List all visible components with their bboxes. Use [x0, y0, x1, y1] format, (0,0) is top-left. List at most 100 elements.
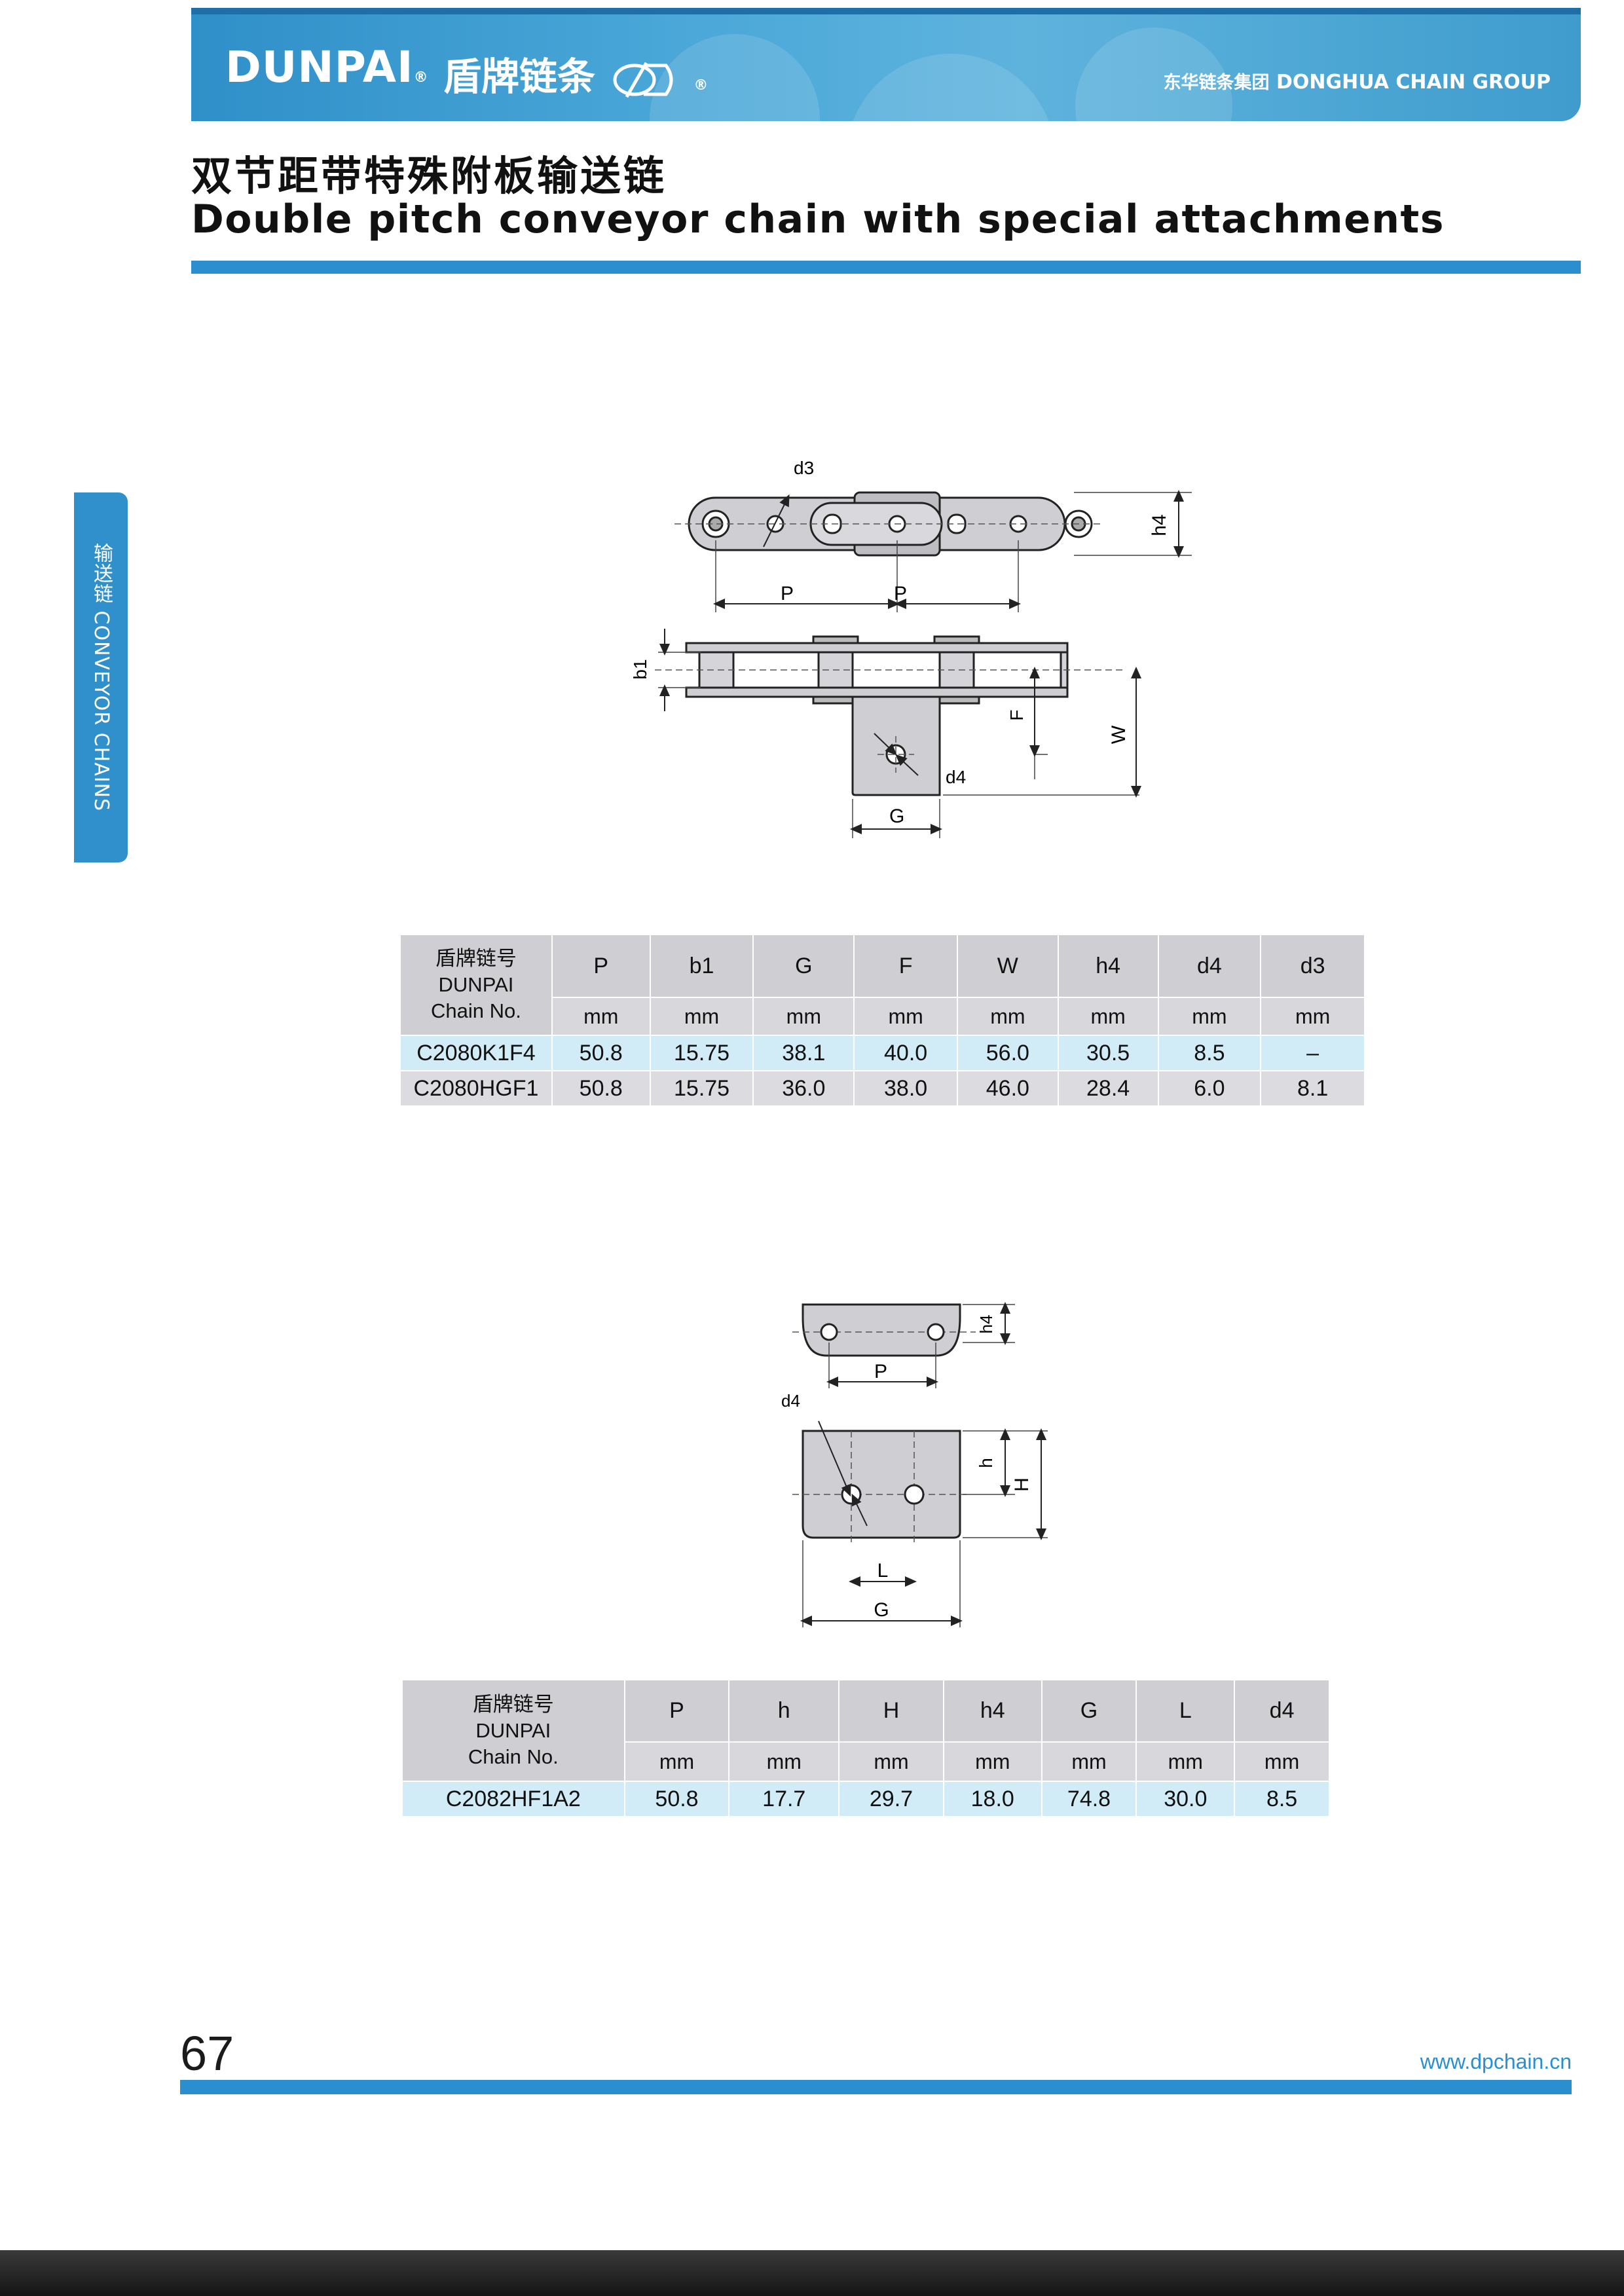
attachment-top-view — [802, 1303, 961, 1357]
dim-label-d4: d4 — [781, 1391, 800, 1411]
spec-table-1: 盾牌链号 DUNPAI Chain No. P b1 G F W h4 d4 d… — [399, 934, 1365, 1107]
table-row: C2080K1F4 50.8 15.75 38.1 40.0 56.0 30.5… — [399, 1035, 1365, 1071]
value-cell: 8.5 — [1157, 1035, 1262, 1071]
column-header: h4 — [942, 1679, 1043, 1743]
column-header: W — [956, 934, 1059, 998]
unit-cell: mm — [1234, 1741, 1330, 1782]
dim-label-f: F — [1006, 709, 1027, 720]
chain-no-cell: C2080K1F4 — [399, 1035, 553, 1071]
unit-cell: mm — [551, 997, 651, 1036]
column-header: H — [838, 1679, 944, 1743]
unit-cell: mm — [752, 997, 855, 1036]
value-cell: 28.4 — [1057, 1070, 1159, 1107]
value-cell: 36.0 — [752, 1070, 855, 1107]
brand-logo-cn: 盾牌链条 ® — [443, 54, 709, 99]
dim-label-H: H — [1011, 1477, 1033, 1492]
value-cell: 46.0 — [956, 1070, 1059, 1107]
unit-cell: mm — [1157, 997, 1262, 1036]
value-cell: 8.1 — [1260, 1070, 1365, 1107]
pin-hole — [820, 1323, 838, 1341]
roller — [698, 651, 735, 689]
dim-label-p: P — [894, 583, 907, 604]
value-cell: 18.0 — [942, 1781, 1043, 1817]
header-banner: DUNPAI® 盾牌链条 ® 东华链条集团 DONGHUA CHAIN GROU… — [191, 8, 1581, 121]
dim-label-h: h — [976, 1458, 996, 1468]
title-underline-bar — [191, 261, 1581, 274]
pin-hole — [927, 1323, 945, 1341]
dim-label-p: P — [781, 583, 794, 604]
diagram-chain-attachment-1: h4 d3 P P b1 F W d4 — [630, 458, 1192, 838]
footer-bar — [180, 2080, 1572, 2094]
value-cell: 17.7 — [728, 1781, 840, 1817]
value-cell: 29.7 — [838, 1781, 944, 1817]
dim-label-g: G — [889, 805, 904, 827]
attachment-hole — [841, 1484, 862, 1505]
attachment-front-plate — [802, 1430, 961, 1539]
dim-label-h4: h4 — [1149, 514, 1170, 536]
unit-cell: mm — [649, 997, 754, 1036]
dim-label-d4: d4 — [946, 767, 966, 787]
table-row: C2080HGF1 50.8 15.75 36.0 38.0 46.0 28.4… — [399, 1070, 1365, 1107]
value-cell: 15.75 — [649, 1070, 754, 1107]
unit-cell: mm — [838, 1741, 944, 1782]
column-header: d4 — [1157, 934, 1262, 998]
value-cell: 15.75 — [649, 1035, 754, 1071]
attachment-hole — [904, 1484, 925, 1505]
side-tab-label: 输送链 CONVEYOR CHAINS — [90, 543, 113, 812]
side-plate-bottom — [685, 686, 1069, 698]
column-header: G — [1041, 1679, 1137, 1743]
unit-cell: mm — [623, 1741, 730, 1782]
value-cell: 38.1 — [752, 1035, 855, 1071]
chain-no-cell: C2082HF1A2 — [401, 1781, 625, 1817]
value-cell: 30.0 — [1135, 1781, 1236, 1817]
column-header: d4 — [1234, 1679, 1330, 1743]
scan-bottom-edge — [0, 2250, 1624, 2296]
side-tab — [74, 492, 128, 862]
unit-cell: mm — [942, 1741, 1043, 1782]
value-cell: 40.0 — [853, 1035, 958, 1071]
dim-label-l: L — [877, 1560, 889, 1582]
banner-top-line — [191, 8, 1581, 14]
column-header: P — [623, 1679, 730, 1743]
table-header-chain-no: 盾牌链号 DUNPAI Chain No. — [399, 934, 553, 1036]
pin-head — [933, 635, 980, 644]
column-header: d3 — [1260, 934, 1365, 998]
dim-label-g: G — [874, 1599, 889, 1621]
unit-cell: mm — [1057, 997, 1159, 1036]
column-header: P — [551, 934, 651, 998]
side-plate-top — [685, 642, 1069, 654]
dim-label-w: W — [1108, 725, 1130, 744]
group-name: 东华链条集团 DONGHUA CHAIN GROUP — [1163, 71, 1551, 94]
brand-emblem-icon — [613, 62, 673, 98]
value-cell: 8.5 — [1234, 1781, 1330, 1817]
pin-head — [812, 635, 859, 644]
column-header: F — [853, 934, 958, 998]
website-link[interactable]: www.dpchain.cn — [1420, 2050, 1572, 2073]
column-header: L — [1135, 1679, 1236, 1743]
unit-cell: mm — [1260, 997, 1365, 1036]
dim-label-d3: d3 — [794, 458, 814, 478]
unit-cell: mm — [1135, 1741, 1236, 1782]
value-cell: 50.8 — [551, 1070, 651, 1107]
side-tab-label-container: 输送链 CONVEYOR CHAINS — [74, 492, 128, 862]
diagram-chain-attachment-2: h4 P d4 h H L G — [781, 1302, 1048, 1627]
banner-gear-decoration — [846, 54, 1056, 121]
table-row: C2082HF1A2 50.8 17.7 29.7 18.0 74.8 30.0… — [401, 1781, 1330, 1817]
dim-label-h4: h4 — [976, 1315, 996, 1334]
roller — [938, 651, 975, 689]
dim-label-b1: b1 — [630, 659, 650, 679]
chain-no-cell: C2080HGF1 — [399, 1070, 553, 1107]
page-title-cn: 双节距带特殊附板输送链 — [191, 152, 667, 200]
column-header: h — [728, 1679, 840, 1743]
column-header: b1 — [649, 934, 754, 998]
value-cell: 50.8 — [551, 1035, 651, 1071]
value-cell: 6.0 — [1157, 1070, 1262, 1107]
pin-head — [812, 695, 859, 705]
spec-table-2: 盾牌链号 DUNPAI Chain No. P h H h4 G L d4 mm… — [401, 1679, 1330, 1817]
value-cell: 74.8 — [1041, 1781, 1137, 1817]
page-title-en: Double pitch conveyor chain with special… — [191, 196, 1445, 242]
pin-head — [933, 695, 980, 705]
table-header-chain-no: 盾牌链号 DUNPAI Chain No. — [401, 1679, 625, 1782]
unit-cell: mm — [728, 1741, 840, 1782]
value-cell: 56.0 — [956, 1035, 1059, 1071]
